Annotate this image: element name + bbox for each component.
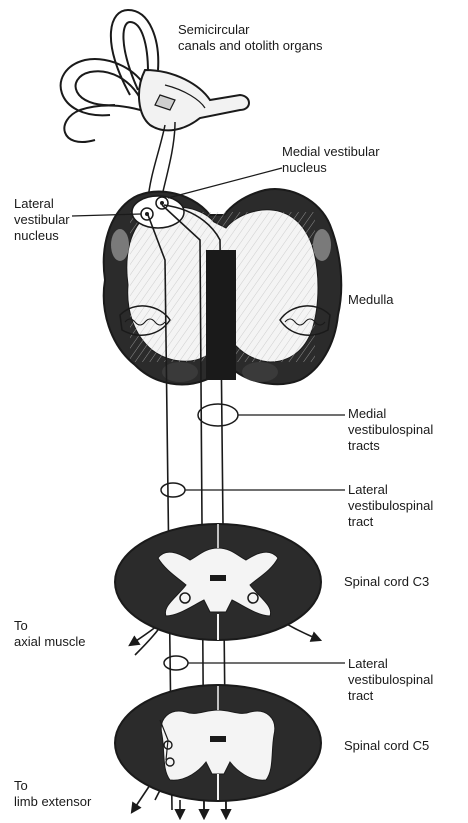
medulla-section [104, 189, 342, 384]
label-line: tracts [348, 438, 433, 454]
label-spinal-cord-c3: Spinal cord C3 [344, 574, 429, 590]
label-line: vestibulospinal [348, 422, 433, 438]
label-line: Semicircular [178, 22, 323, 38]
label-line: tract [348, 514, 433, 530]
label-to-limb-extensor: To limb extensor [14, 778, 91, 810]
label-line: Medial vestibular [282, 144, 380, 160]
label-line: To [14, 618, 86, 634]
label-medial-vestibulospinal-tracts: Medial vestibulospinal tracts [348, 406, 433, 454]
label-line: tract [348, 688, 433, 704]
restiform-right [313, 229, 331, 261]
c5-gray-matter [161, 710, 275, 780]
label-lateral-vestibulospinal-tract-lower: Lateral vestibulospinal tract [348, 656, 433, 704]
medial-nucleus-soma [160, 201, 164, 205]
label-line: canals and otolith organs [178, 38, 323, 54]
label-spinal-cord-c5: Spinal cord C5 [344, 738, 429, 754]
medial-tracts-marker [198, 404, 238, 426]
label-lateral-vestibular-nucleus: Lateral vestibular nucleus [14, 196, 70, 244]
vestibular-nuclei-region [132, 196, 184, 228]
label-line: nucleus [14, 228, 70, 244]
label-line: To [14, 778, 91, 794]
label-line: nucleus [282, 160, 380, 176]
spinal-cord-c5-section [115, 685, 321, 801]
c5-central-canal [210, 736, 226, 742]
spinal-cord-c3-section [115, 524, 321, 640]
label-medial-vestibular-nucleus: Medial vestibular nucleus [282, 144, 380, 176]
c3-central-canal [210, 575, 226, 581]
label-lateral-vestibulospinal-tract-upper: Lateral vestibulospinal tract [348, 482, 433, 530]
label-to-axial-muscle: To axial muscle [14, 618, 86, 650]
label-line: axial muscle [14, 634, 86, 650]
lateral-tract-marker-1 [161, 483, 185, 497]
pyramid-left [162, 362, 198, 382]
label-semicircular-canals: Semicircular canals and otolith organs [178, 22, 323, 54]
restiform-left [111, 229, 129, 261]
label-line: Lateral [14, 196, 70, 212]
label-line: limb extensor [14, 794, 91, 810]
label-medulla: Medulla [348, 292, 394, 308]
vestibular-nerve [148, 125, 165, 200]
posterior-canal-inner [76, 71, 140, 105]
label-line: vestibulospinal [348, 498, 433, 514]
vestibule [139, 70, 249, 130]
label-line: Lateral [348, 656, 433, 672]
lateral-tract-marker-2 [164, 656, 188, 670]
label-line: vestibulospinal [348, 672, 433, 688]
label-line: Lateral [348, 482, 433, 498]
pyramid-right [242, 362, 278, 382]
label-line: Medial [348, 406, 433, 422]
label-line: vestibular [14, 212, 70, 228]
